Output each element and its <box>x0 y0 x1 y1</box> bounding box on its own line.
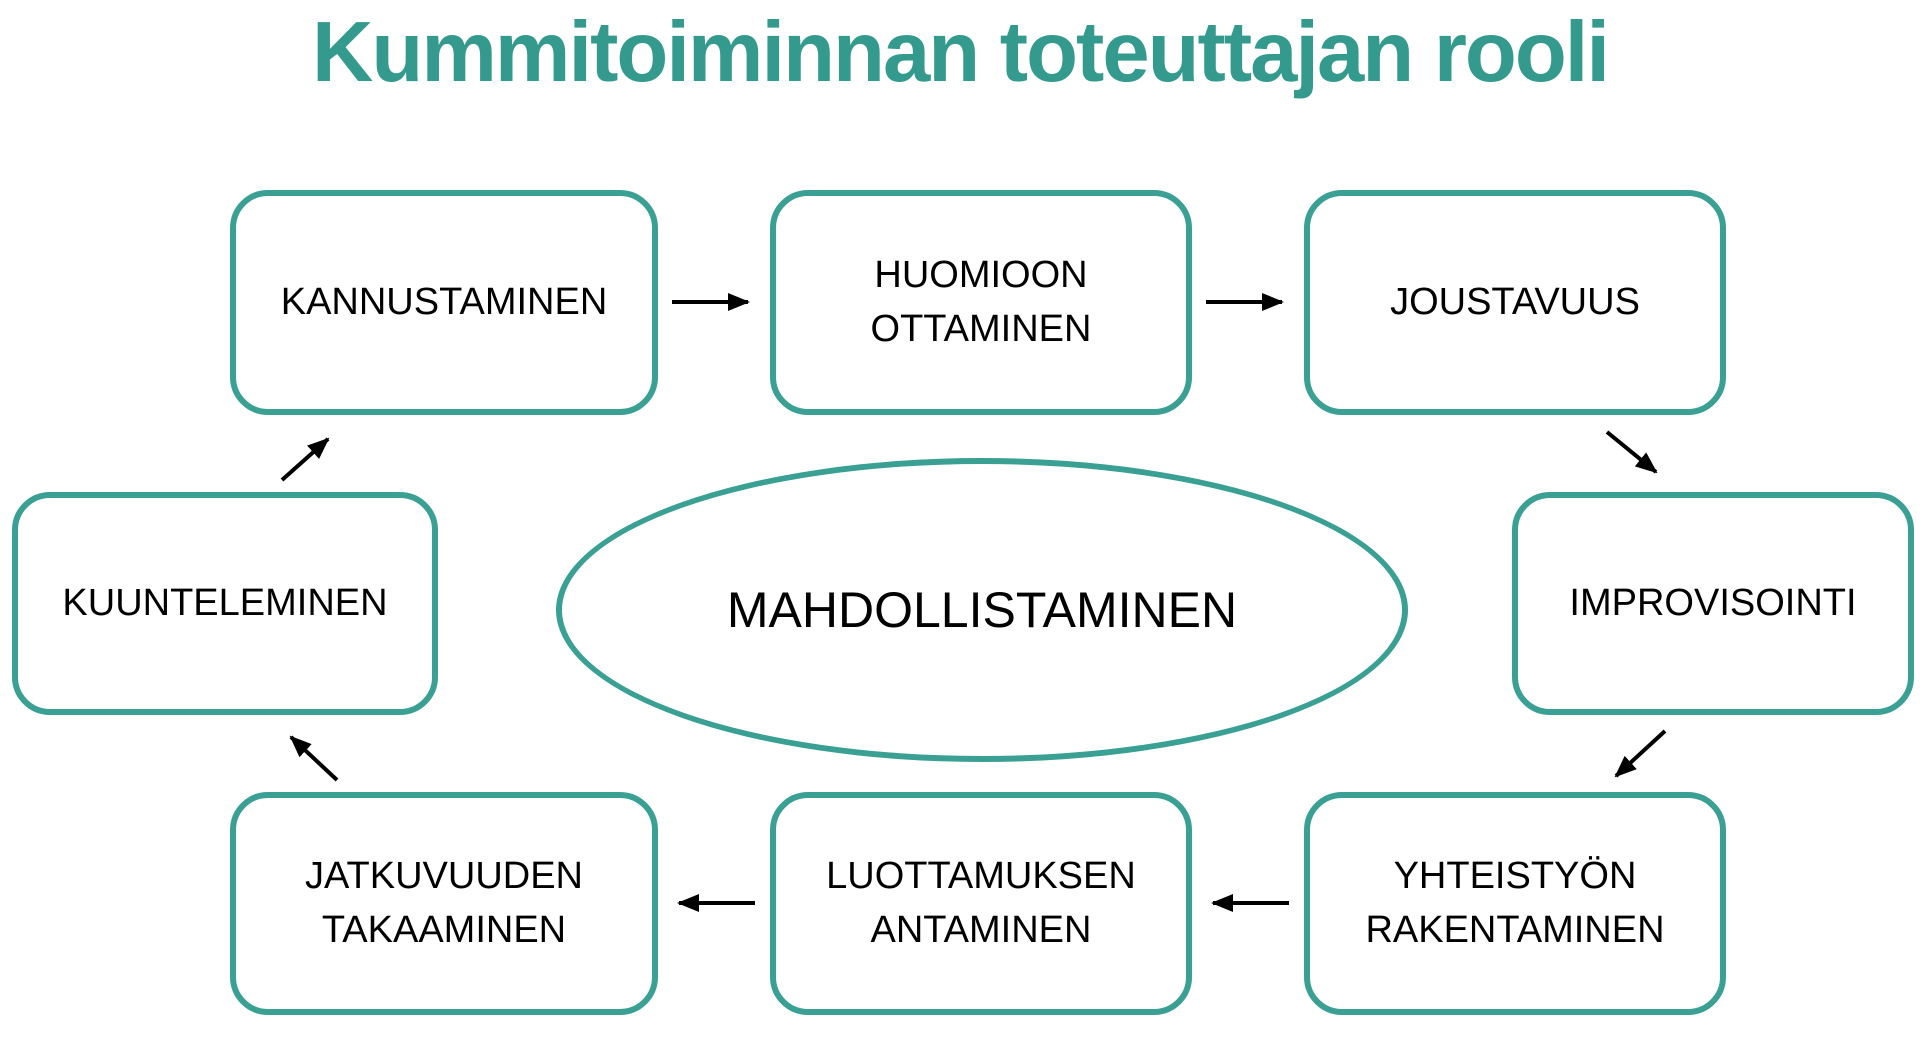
arrow-improvisointi-to-yhteistyon <box>1614 729 1667 778</box>
arrow-joustavuus-to-improvisointi <box>1605 430 1658 474</box>
node-huomioon-ottaminen: HUOMIOON OTTAMINEN <box>770 190 1192 415</box>
node-kuunteleminen: KUUNTELEMINEN <box>12 492 438 715</box>
node-mahdollistaminen-ellipse: MAHDOLLISTAMINEN <box>556 458 1408 762</box>
arrow-kuunteleminen-to-kannustaminen <box>280 437 330 482</box>
node-joustavuus: JOUSTAVUUS <box>1304 190 1726 415</box>
node-improvisointi: IMPROVISOINTI <box>1512 492 1914 715</box>
node-jatkuvuuden-takaaminen: JATKUVUUDEN TAKAAMINEN <box>230 792 658 1015</box>
node-kannustaminen: KANNUSTAMINEN <box>230 190 658 415</box>
page-title: Kummitoiminnan toteuttajan rooli <box>312 5 1610 100</box>
node-luottamuksen-antaminen: LUOTTAMUKSEN ANTAMINEN <box>770 792 1192 1015</box>
arrow-jatkuvuuden-to-kuunteleminen <box>289 735 339 782</box>
node-yhteistyon-rakentaminen: YHTEISTYÖN RAKENTAMINEN <box>1304 792 1726 1015</box>
